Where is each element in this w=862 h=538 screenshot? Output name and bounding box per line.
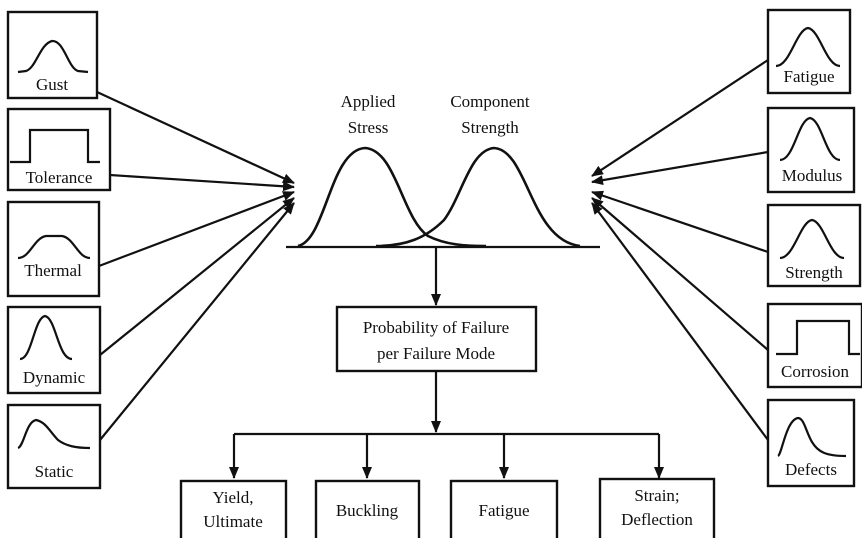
fatigue-input-box bbox=[766, 8, 852, 95]
right-input-corrosion: Corrosion bbox=[766, 302, 862, 389]
right-input-defects: Defects bbox=[766, 398, 856, 488]
gust-box bbox=[6, 10, 99, 100]
left-input-static: Static bbox=[6, 403, 102, 490]
probability-label-line1: Probability of Failure bbox=[363, 318, 509, 337]
modulus-box bbox=[766, 106, 856, 194]
defects-label: Defects bbox=[785, 460, 837, 479]
arrow-defects bbox=[591, 202, 769, 441]
bell-curve-icon bbox=[779, 116, 841, 162]
fatigue-mode-box bbox=[449, 479, 559, 538]
component-strength-curve bbox=[375, 146, 581, 248]
applied-stress-curve bbox=[297, 146, 487, 248]
thermal-box bbox=[6, 200, 101, 298]
probability-label-line2: per Failure Mode bbox=[377, 344, 495, 363]
yield-label-line1: Yield, bbox=[212, 488, 253, 507]
flat-top-curve-icon bbox=[17, 234, 91, 260]
skewed-curve-icon bbox=[777, 416, 847, 458]
applied-stress-label-line2: Stress bbox=[348, 118, 389, 137]
arrow-modulus bbox=[591, 150, 769, 186]
strength-input-label: Strength bbox=[785, 263, 843, 282]
gust-label: Gust bbox=[36, 75, 68, 94]
dynamic-label: Dynamic bbox=[23, 368, 86, 387]
strain-label-line1: Strain; bbox=[634, 486, 679, 505]
static-label: Static bbox=[35, 462, 74, 481]
narrow-bell-curve-icon bbox=[19, 314, 73, 361]
failure-mode-strain: Strain; Deflection bbox=[598, 477, 716, 538]
tolerance-box bbox=[6, 107, 112, 192]
failure-mode-fatigue: Fatigue bbox=[449, 479, 559, 538]
yield-label-line2: Ultimate bbox=[203, 512, 262, 531]
arrow-tolerance bbox=[109, 173, 295, 192]
uniform-distribution-icon bbox=[776, 319, 860, 356]
strain-box bbox=[598, 477, 716, 538]
defects-box bbox=[766, 398, 856, 488]
bell-curve-icon bbox=[779, 218, 845, 260]
arrow-corrosion bbox=[591, 197, 769, 351]
corrosion-label: Corrosion bbox=[781, 362, 850, 381]
arrow-strength-input bbox=[591, 190, 769, 254]
failure-mode-buckling: Buckling bbox=[314, 479, 421, 538]
tolerance-label: Tolerance bbox=[26, 168, 93, 187]
corrosion-box bbox=[766, 302, 862, 389]
strength-input-box bbox=[766, 203, 862, 288]
buckling-label: Buckling bbox=[336, 501, 399, 520]
component-strength-label-line2: Strength bbox=[461, 118, 519, 137]
arrow-static bbox=[99, 202, 295, 441]
applied-stress-label-line1: Applied bbox=[341, 92, 396, 111]
skewed-curve-icon bbox=[17, 418, 91, 450]
yield-box bbox=[179, 479, 288, 538]
left-input-dynamic: Dynamic bbox=[6, 305, 102, 395]
thermal-label: Thermal bbox=[24, 261, 82, 280]
arrow-gust bbox=[96, 91, 295, 184]
bell-curve-icon bbox=[775, 26, 841, 68]
uniform-distribution-icon bbox=[10, 128, 100, 164]
static-box bbox=[6, 403, 102, 490]
probability-of-failure: Probability of Failure per Failure Mode bbox=[335, 305, 538, 373]
left-input-gust: Gust bbox=[6, 10, 99, 100]
fatigue-input-label: Fatigue bbox=[784, 67, 835, 86]
buckling-box bbox=[314, 479, 421, 538]
right-input-fatigue: Fatigue bbox=[766, 8, 852, 95]
dynamic-box bbox=[6, 305, 102, 395]
arrow-fatigue-input bbox=[591, 59, 769, 177]
right-input-strength: Strength bbox=[766, 203, 862, 288]
failure-mode-yield: Yield, Ultimate bbox=[179, 479, 288, 538]
left-input-thermal: Thermal bbox=[6, 200, 101, 298]
modulus-label: Modulus bbox=[782, 166, 842, 185]
strain-label-line2: Deflection bbox=[621, 510, 693, 529]
fatigue-mode-label: Fatigue bbox=[479, 501, 530, 520]
left-input-tolerance: Tolerance bbox=[6, 107, 112, 192]
component-strength-label-line1: Component bbox=[450, 92, 530, 111]
stress-strength-interference: Applied Stress Component Strength bbox=[286, 92, 600, 249]
right-input-modulus: Modulus bbox=[766, 106, 856, 194]
arrow-dynamic bbox=[99, 197, 295, 356]
arrow-thermal bbox=[98, 190, 295, 268]
bell-curve-icon bbox=[17, 39, 89, 74]
